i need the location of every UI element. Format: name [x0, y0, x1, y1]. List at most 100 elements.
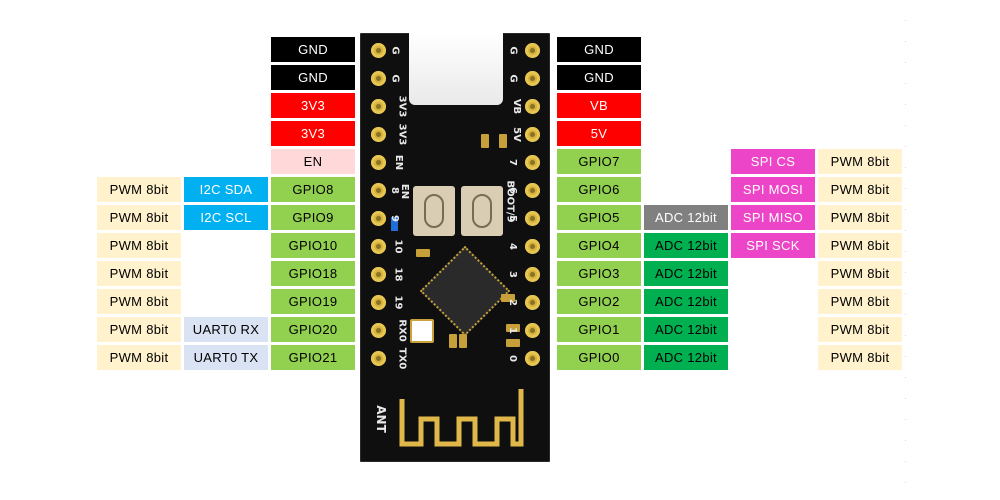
pin-label-left: GPIO10: [271, 233, 355, 258]
pwm-label: PWM 8bit: [818, 317, 902, 342]
spi-label: SPI CS: [731, 149, 815, 174]
header-pad: [371, 127, 386, 142]
pwm-label: PWM 8bit: [97, 345, 181, 370]
antenna-trace: [399, 389, 524, 447]
pwm-label: PWM 8bit: [818, 261, 902, 286]
header-pad: [371, 99, 386, 114]
silk-label-left: 9: [388, 215, 400, 222]
pin-label-right: 5V: [557, 121, 641, 146]
silk-label-left: G: [389, 46, 401, 55]
pin-label-left: GPIO21: [271, 345, 355, 370]
i2c-label: I2C SDA: [184, 177, 268, 202]
adc-label: ADC 12bit: [644, 233, 728, 258]
pwm-label: PWM 8bit: [818, 233, 902, 258]
pin-label-right: GPIO2: [557, 289, 641, 314]
header-pad: [371, 71, 386, 86]
pwm-label: PWM 8bit: [97, 177, 181, 202]
pin-label-right: GPIO1: [557, 317, 641, 342]
smd-component: [506, 324, 520, 332]
header-pad: [525, 43, 540, 58]
pwm-label: PWM 8bit: [97, 289, 181, 314]
pin-label-left: 3V3: [271, 93, 355, 118]
header-pad: [371, 183, 386, 198]
pin-label-right: GPIO4: [557, 233, 641, 258]
silk-label-left: 3V3: [396, 95, 408, 118]
header-pad: [525, 323, 540, 338]
i2c-label: I2C SCL: [184, 205, 268, 230]
silk-label-right: G: [507, 46, 519, 55]
header-pad: [525, 99, 540, 114]
header-pad: [525, 267, 540, 282]
silk-label-left: 3V3: [396, 123, 408, 146]
header-pad: [371, 239, 386, 254]
silk-label-left: TX0: [396, 347, 408, 370]
header-pad: [525, 183, 540, 198]
crystal-component: [410, 319, 434, 343]
smd-component: [459, 334, 467, 348]
pin-label-right: GPIO0: [557, 345, 641, 370]
pin-label-left: GPIO9: [271, 205, 355, 230]
smd-component: [481, 134, 489, 148]
adc-label: ADC 12bit: [644, 205, 728, 230]
pin-label-left: GPIO18: [271, 261, 355, 286]
pin-label-left: GND: [271, 65, 355, 90]
silk-label-right: VB: [511, 98, 523, 115]
pwm-label: PWM 8bit: [818, 177, 902, 202]
smd-component: [506, 339, 520, 347]
header-pad: [371, 323, 386, 338]
adc-label: ADC 12bit: [644, 289, 728, 314]
pin-label-right: GPIO6: [557, 177, 641, 202]
header-pad: [525, 211, 540, 226]
pwm-label: PWM 8bit: [97, 205, 181, 230]
adc-label: ADC 12bit: [644, 345, 728, 370]
pin-label-left: GPIO20: [271, 317, 355, 342]
silk-label-left: EN: [393, 154, 405, 171]
smd-component: [499, 134, 507, 148]
silk-boot-button: BOOT/9: [504, 180, 516, 223]
pwm-label: PWM 8bit: [818, 345, 902, 370]
header-pad: [525, 239, 540, 254]
silk-label-left: 18: [392, 267, 404, 282]
spi-label: SPI MOSI: [731, 177, 815, 202]
pin-label-right: GND: [557, 65, 641, 90]
silk-label-right: 4: [506, 243, 518, 250]
silk-label-left: RX0: [396, 319, 408, 342]
header-pad: [525, 71, 540, 86]
silk-antenna: ANT: [373, 405, 388, 433]
dotted-guide-line: [905, 20, 906, 490]
header-pad: [525, 295, 540, 310]
adc-label: ADC 12bit: [644, 261, 728, 286]
pin-label-right: GPIO3: [557, 261, 641, 286]
spi-label: SPI SCK: [731, 233, 815, 258]
pin-label-right: GPIO7: [557, 149, 641, 174]
silk-en-button: EN: [399, 183, 411, 200]
header-pad: [525, 127, 540, 142]
silk-label-right: 7: [506, 159, 518, 166]
silk-label-right: G: [507, 74, 519, 83]
pwm-label: PWM 8bit: [818, 289, 902, 314]
silk-label-left: G: [389, 74, 401, 83]
uart-label: UART0 RX: [184, 317, 268, 342]
pwm-label: PWM 8bit: [97, 261, 181, 286]
pin-label-right: GND: [557, 37, 641, 62]
silk-label-right: 2: [506, 299, 518, 306]
header-pad: [525, 351, 540, 366]
adc-label: ADC 12bit: [644, 317, 728, 342]
smd-component: [416, 249, 430, 257]
header-pad: [371, 43, 386, 58]
silk-label-left: 19: [392, 295, 404, 310]
pin-label-right: VB: [557, 93, 641, 118]
pwm-label: PWM 8bit: [818, 149, 902, 174]
silk-label-right: 5V: [510, 127, 522, 142]
header-pad: [371, 211, 386, 226]
uart-label: UART0 TX: [184, 345, 268, 370]
smd-component: [449, 334, 457, 348]
header-pad: [371, 155, 386, 170]
header-pad: [371, 295, 386, 310]
silk-label-right: 1: [506, 327, 518, 334]
header-pad: [371, 267, 386, 282]
header-pad: [525, 155, 540, 170]
spi-label: SPI MISO: [731, 205, 815, 230]
pin-label-left: EN: [271, 149, 355, 174]
